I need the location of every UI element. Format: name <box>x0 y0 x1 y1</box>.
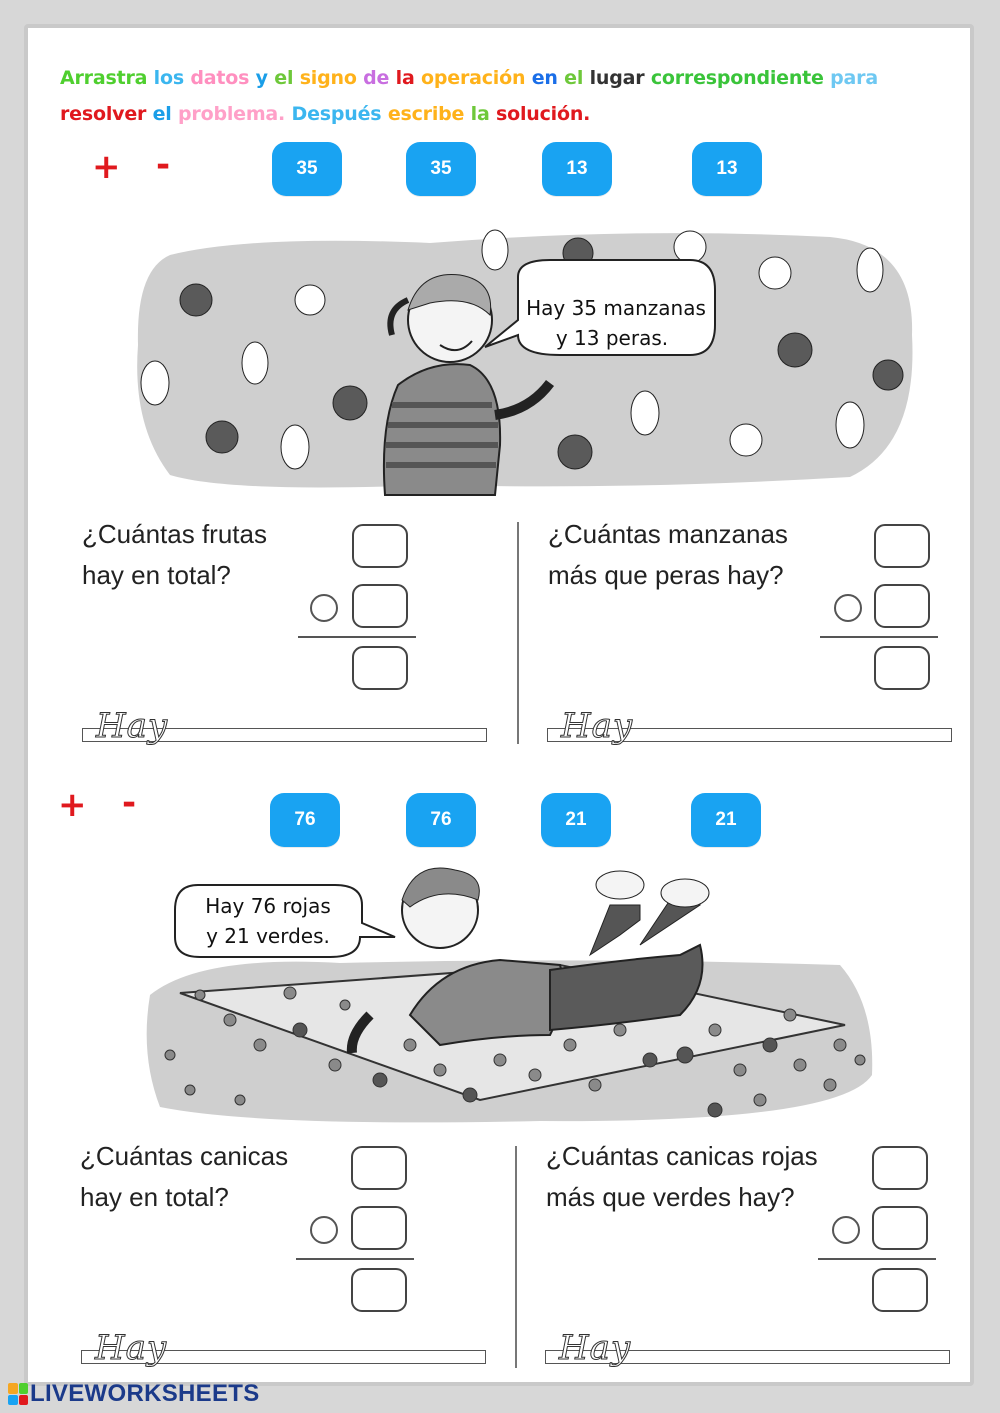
brand-name: LIVEWORKSHEETS <box>30 1380 260 1407</box>
instruction-word: para <box>830 67 878 89</box>
question-more-red-marbles: ¿Cuántas canicas rojas más que verdes ha… <box>546 1136 818 1218</box>
minus-sign-draggable[interactable]: - <box>156 145 171 185</box>
liveworksheets-logo-icon <box>8 1383 28 1405</box>
instruction-word: los <box>153 67 191 89</box>
plus-sign-draggable[interactable]: + <box>58 785 87 825</box>
number-tile[interactable]: 13 <box>692 142 762 196</box>
speech-bubble: Hay 76 rojas y 21 verdes. <box>174 884 396 958</box>
instruction-word: operación <box>421 67 532 89</box>
operator-drop-circle[interactable] <box>310 594 338 622</box>
girl-figure <box>382 273 555 496</box>
solution-prefix: Hay <box>558 1328 632 1369</box>
instruction-word: problema. <box>178 103 292 125</box>
answer-box-result[interactable] <box>874 646 930 690</box>
answer-box-result[interactable] <box>872 1268 928 1312</box>
speech-text-line-1: Hay 35 manzanas <box>526 296 706 320</box>
solution-input[interactable] <box>545 1350 950 1364</box>
solution-input[interactable] <box>82 728 487 742</box>
answer-box-result[interactable] <box>352 646 408 690</box>
instruction-word: en <box>531 67 565 89</box>
question-line: más que verdes hay? <box>546 1182 795 1212</box>
answer-box-middle[interactable] <box>874 584 930 628</box>
instruction-word: escribe <box>387 103 471 125</box>
instruction-word: Después <box>291 103 388 125</box>
question-more-apples: ¿Cuántas manzanas más que peras hay? <box>548 514 788 596</box>
question-total-fruits: ¿Cuántas frutas hay en total? <box>82 514 267 596</box>
liveworksheets-logo: LIVEWORKSHEETS <box>8 1380 260 1408</box>
instructions-line-2: resolver el problema. Después escribe la… <box>60 96 960 132</box>
speech-text-line-1: Hay 76 rojas <box>205 894 331 918</box>
number-tile[interactable]: 13 <box>542 142 612 196</box>
answer-box-middle[interactable] <box>872 1206 928 1250</box>
plus-sign-draggable[interactable]: + <box>92 147 121 187</box>
solution-input[interactable] <box>81 1350 486 1364</box>
answer-box-top[interactable] <box>872 1146 928 1190</box>
solution-prefix: Hay <box>560 706 634 747</box>
instruction-word: el <box>564 67 590 89</box>
instruction-word: de <box>363 67 396 89</box>
question-line: más que peras hay? <box>548 560 784 590</box>
sum-line <box>296 1258 414 1260</box>
instructions: Arrastra los datos y el signo de la oper… <box>60 60 960 132</box>
solution-prefix: Hay <box>95 706 169 747</box>
answer-box-top[interactable] <box>352 524 408 568</box>
answer-box-result[interactable] <box>351 1268 407 1312</box>
sum-line <box>820 636 938 638</box>
speech-bubble: Hay 35 manzanas y 13 peras. <box>484 259 716 356</box>
question-line: ¿Cuántas manzanas <box>548 519 788 549</box>
speech-text-line-2: y 13 peras. <box>556 326 668 350</box>
instruction-word: signo <box>299 67 364 89</box>
instruction-word: y <box>255 67 275 89</box>
number-tile[interactable]: 35 <box>272 142 342 196</box>
fruit-girl-illustration: Hay 35 manzanas y 13 peras. <box>137 229 913 496</box>
instruction-word: datos <box>190 67 256 89</box>
instruction-word: solución. <box>496 103 591 125</box>
instruction-word: la <box>470 103 497 125</box>
solution-input[interactable] <box>547 728 952 742</box>
column-divider <box>517 522 519 744</box>
column-divider <box>515 1146 517 1368</box>
instruction-word: la <box>395 67 421 89</box>
number-tile[interactable]: 21 <box>691 793 761 847</box>
sum-line <box>298 636 416 638</box>
number-tile[interactable]: 76 <box>406 793 476 847</box>
sum-line <box>818 1258 936 1260</box>
instruction-word: resolver <box>60 103 153 125</box>
question-line: hay en total? <box>82 560 231 590</box>
answer-box-top[interactable] <box>874 524 930 568</box>
question-line: ¿Cuántas frutas <box>82 519 267 549</box>
speech-text-line-2: y 21 verdes. <box>206 924 330 948</box>
minus-sign-draggable[interactable]: - <box>122 783 137 823</box>
operator-drop-circle[interactable] <box>310 1216 338 1244</box>
instructions-line-1: Arrastra los datos y el signo de la oper… <box>60 60 960 96</box>
question-total-marbles: ¿Cuántas canicas hay en total? <box>80 1136 288 1218</box>
marble-icon <box>164 986 866 1118</box>
solution-prefix: Hay <box>94 1328 168 1369</box>
instruction-word: el <box>152 103 179 125</box>
marbles-boy-illustration: Hay 76 rojas y 21 verdes. <box>146 867 873 1123</box>
operator-drop-circle[interactable] <box>834 594 862 622</box>
instruction-word: Arrastra <box>60 67 154 89</box>
instruction-word: el <box>274 67 300 89</box>
apple-icon <box>179 237 904 470</box>
pear-icon <box>140 229 884 470</box>
instruction-word: lugar <box>589 67 651 89</box>
question-line: ¿Cuántas canicas <box>80 1141 289 1171</box>
number-tile[interactable]: 21 <box>541 793 611 847</box>
question-line: hay en total? <box>80 1182 229 1212</box>
answer-box-top[interactable] <box>351 1146 407 1190</box>
operator-drop-circle[interactable] <box>832 1216 860 1244</box>
boy-figure <box>346 867 710 1054</box>
question-line: ¿Cuántas canicas rojas <box>546 1141 818 1171</box>
answer-box-middle[interactable] <box>351 1206 407 1250</box>
number-tile[interactable]: 35 <box>406 142 476 196</box>
number-tile[interactable]: 76 <box>270 793 340 847</box>
instruction-word: correspondiente <box>650 67 831 89</box>
answer-box-middle[interactable] <box>352 584 408 628</box>
